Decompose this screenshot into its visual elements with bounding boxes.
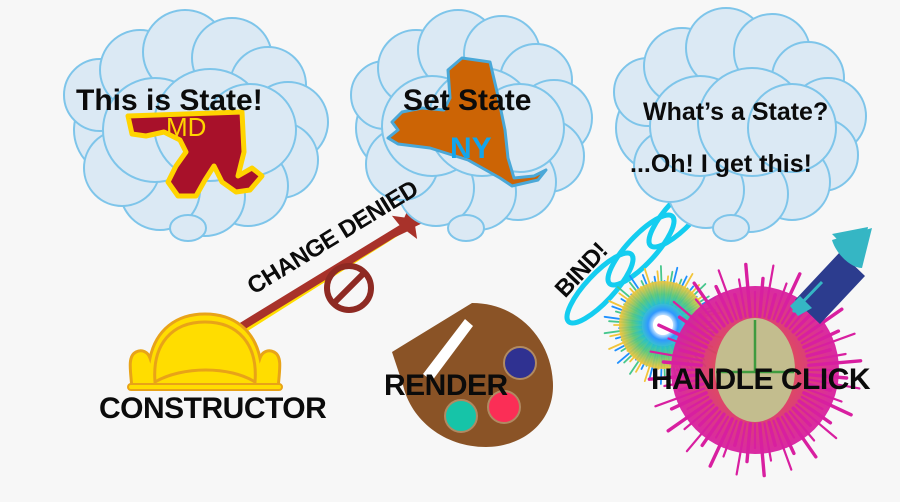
palette-dot-pink (487, 390, 521, 424)
constructor-label: CONSTRUCTOR (99, 392, 327, 425)
handler-bubble: What’s a State? ...Oh! I get this! (613, 7, 867, 242)
render-bubble: NY Set State (350, 9, 593, 242)
constructor-bubble-line-0: This is State! (76, 84, 263, 117)
rocket-arrow-icon (790, 227, 872, 324)
change-denied-arrow (232, 204, 427, 334)
constructor-bubble: MD This is State! (63, 9, 329, 242)
maryland-map-icon: MD (125, 109, 265, 199)
paint-palette-icon (392, 303, 553, 447)
hard-hat-icon (127, 312, 283, 391)
handler-bubble-line-0: What’s a State? (643, 98, 828, 126)
render-label: RENDER (384, 369, 508, 402)
palette-dot-teal (444, 399, 478, 433)
palette-dot-blue (503, 346, 537, 380)
handle-click-label: HANDLE CLICK (651, 363, 871, 396)
mouse-burst-icon (647, 262, 863, 478)
new-york-map-icon: NY (386, 56, 548, 188)
render-bubble-line-0: Set State (403, 84, 531, 117)
maryland-map-label: MD (166, 112, 206, 142)
handler-bubble-line-1: ...Oh! I get this! (630, 150, 812, 178)
new-york-map-label: NY (450, 132, 492, 165)
